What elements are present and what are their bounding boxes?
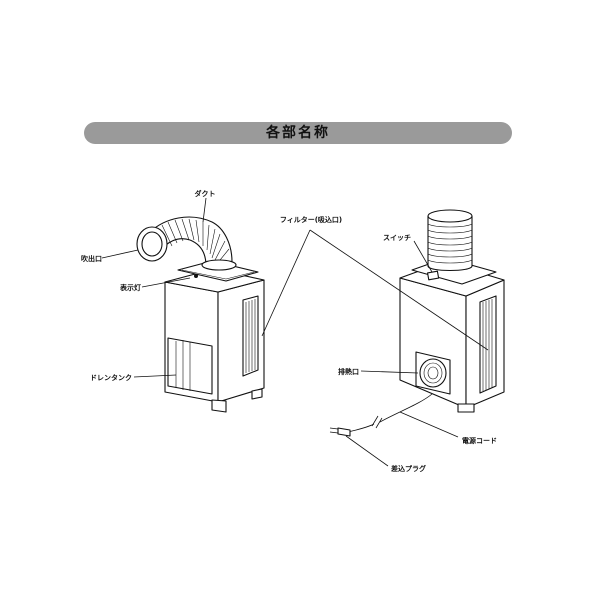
labels: ダクト 吹出口 表示灯 ドレンタンク フィルター(吸込口) スイッチ 排熱口 電… — [81, 189, 497, 473]
rear-unit-side-grille — [479, 295, 497, 394]
duct-hose-illustration — [136, 216, 237, 271]
indicator-light — [194, 274, 198, 278]
label-filter: フィルター(吸込口) — [280, 215, 342, 224]
rear-unit-illustration — [329, 209, 505, 437]
section-title-bar: 各部名称 — [84, 122, 512, 144]
label-duct: ダクト — [195, 189, 216, 198]
power-cord-illustration — [329, 393, 433, 437]
label-power-cord: 電源コード — [462, 436, 497, 445]
front-unit-illustration — [136, 216, 265, 413]
label-drain-tank: ドレンタンク — [90, 373, 132, 382]
leader-lines — [101, 197, 489, 467]
label-outlet: 吹出口 — [81, 254, 102, 263]
label-indicator: 表示灯 — [119, 283, 141, 292]
label-exhaust: 排熱口 — [338, 367, 359, 376]
exhaust-fan-illustration — [415, 351, 451, 395]
front-unit-side-grille — [242, 295, 259, 377]
rear-duct-illustration — [427, 209, 473, 272]
drain-tank-illustration — [167, 337, 213, 395]
switch-illustration — [427, 270, 440, 281]
section-title: 各部名称 — [266, 125, 330, 141]
label-plug: 差込プラグ — [391, 464, 426, 473]
label-switch: スイッチ — [383, 234, 411, 242]
